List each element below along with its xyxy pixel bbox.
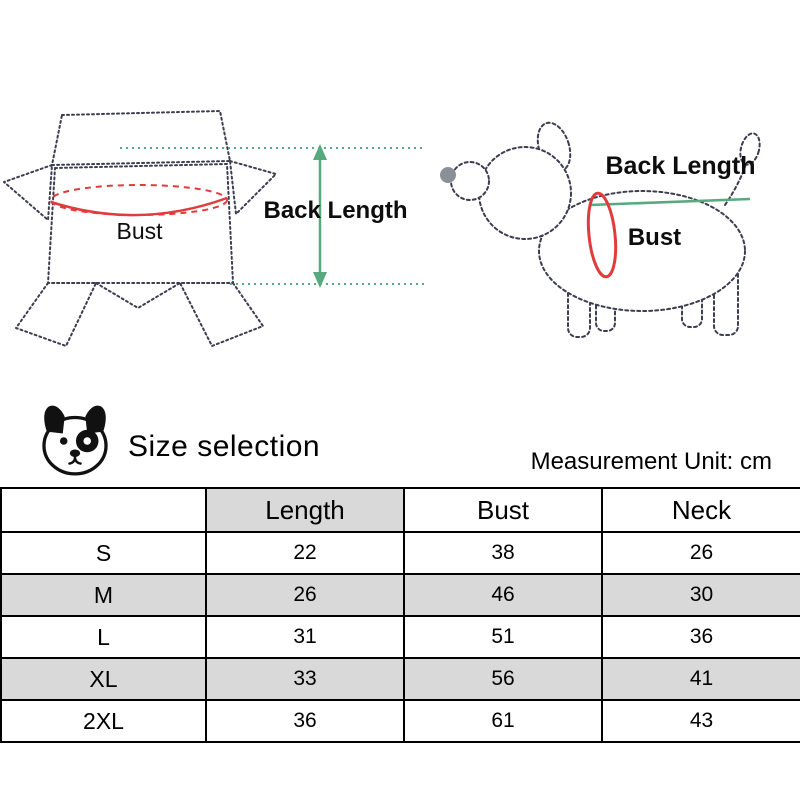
size-label: M [0,573,207,617]
bulldog-face-icon [42,405,108,476]
neck-value: 43 [601,699,800,743]
col-header-neck: Neck [601,487,800,533]
size-label: 2XL [0,699,207,743]
garment-sketch [3,110,425,347]
dog-back-length-label: Back Length [605,152,756,180]
dog-bust-label: Bust [627,224,682,251]
bust-value: 61 [403,699,603,743]
dog-sketch [440,121,761,338]
section-title: Size selection [128,430,321,463]
size-label: L [0,615,207,659]
length-value: 33 [205,657,405,701]
bust-value: 51 [403,615,603,659]
length-value: 22 [205,531,405,575]
back-length-measure [120,147,425,285]
garment-bust-label: Bust [116,218,163,244]
bust-highlight-arc [50,196,228,217]
length-value: 36 [205,699,405,743]
neck-value: 30 [601,573,800,617]
neck-value: 41 [601,657,800,701]
garment-back-length-label: Back Length [263,197,408,224]
bust-highlight-ellipse [50,184,228,216]
dog-bust-ring [586,191,618,279]
dog-back-length-line [589,197,751,207]
arrow-down-icon [313,272,327,288]
measurement-unit-note: Measurement Unit: cm [530,448,772,475]
neck-value: 36 [601,615,800,659]
bust-value: 56 [403,657,603,701]
neck-value: 26 [601,531,800,575]
bust-value: 46 [403,573,603,617]
table-row: 2XL 36 61 43 [0,699,800,743]
length-value: 31 [205,615,405,659]
size-label: S [0,531,207,575]
table-row: L 31 51 36 [0,615,800,659]
bust-value: 38 [403,531,603,575]
length-value: 26 [205,573,405,617]
col-header-bust: Bust [403,487,603,533]
table-row: XL 33 56 41 [0,657,800,701]
col-header-length: Length [205,487,405,533]
col-header-size [0,487,207,533]
size-table: Length Bust Neck S 22 38 26 M 26 46 30 L… [0,487,800,743]
size-label: XL [0,657,207,701]
table-header-row: Length Bust Neck [0,487,800,533]
table-row: M 26 46 30 [0,573,800,617]
table-row: S 22 38 26 [0,531,800,575]
arrow-up-icon [313,144,327,160]
dog-nose [440,167,456,183]
